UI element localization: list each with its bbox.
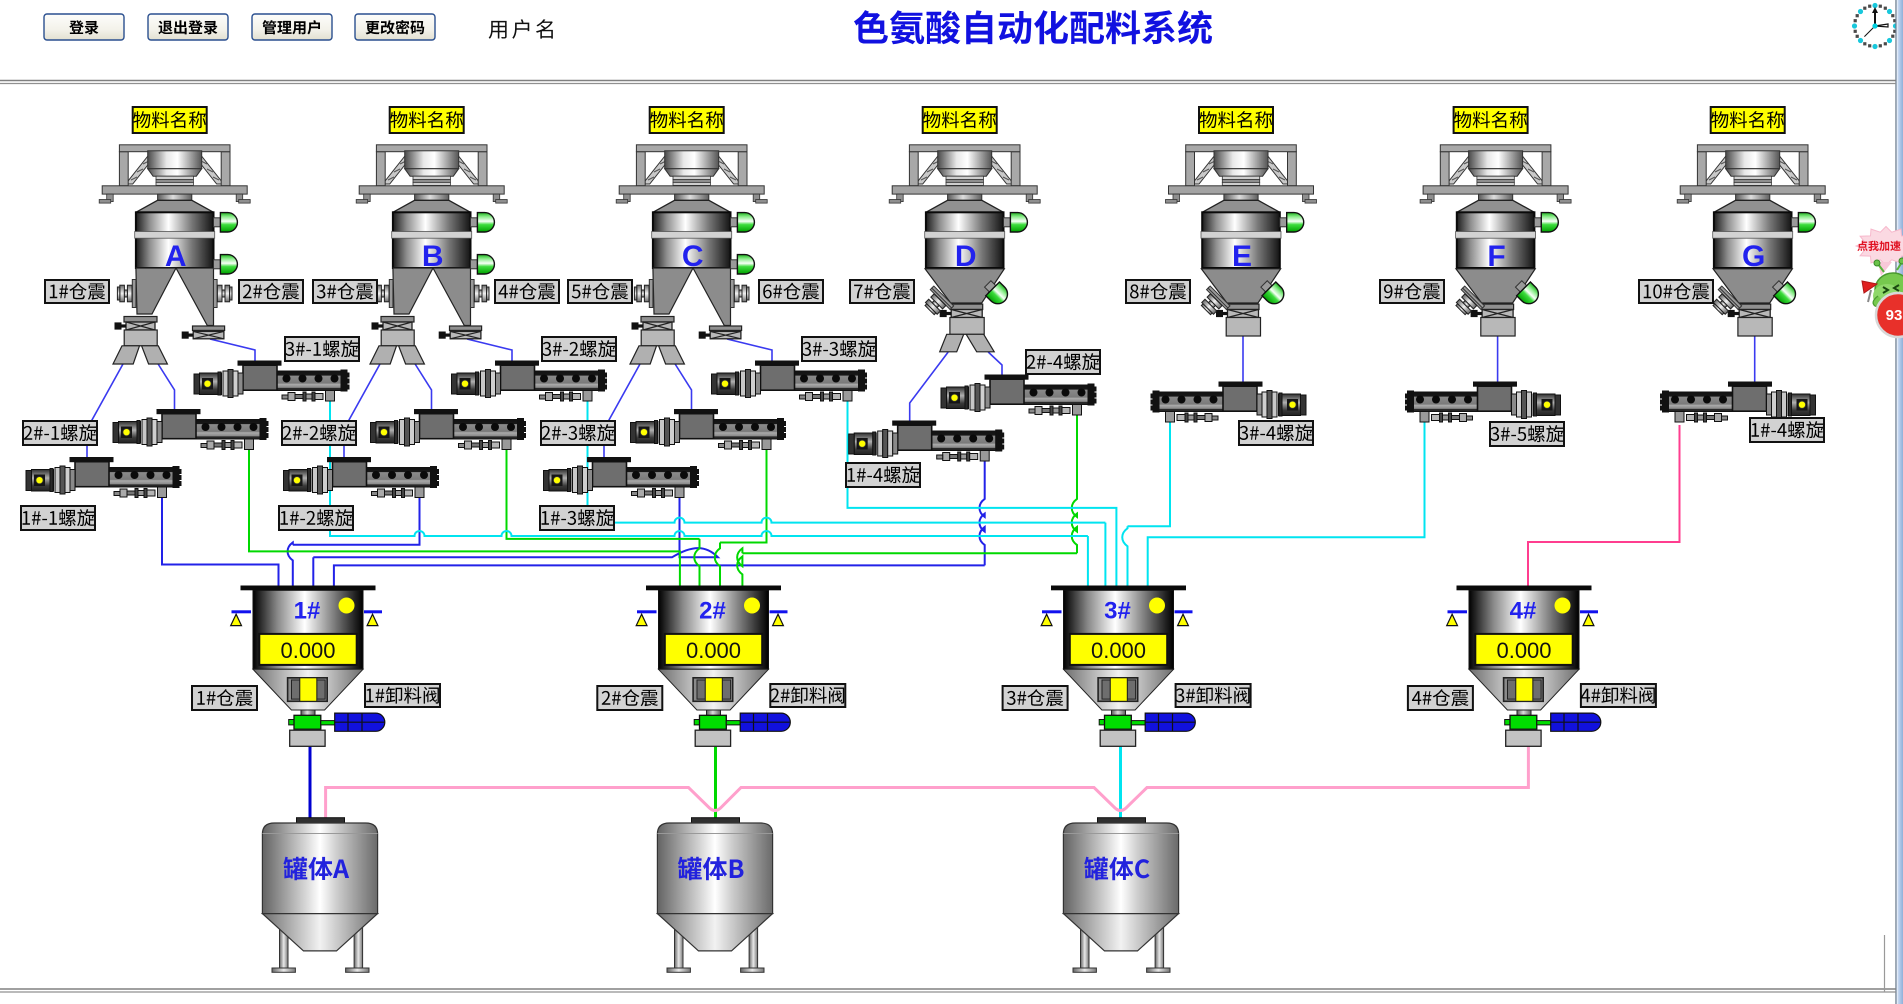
svg-text:0.000: 0.000 xyxy=(686,638,741,663)
svg-text:C: C xyxy=(682,240,704,273)
svg-text:0.000: 0.000 xyxy=(280,638,335,663)
svg-text:G: G xyxy=(1742,240,1765,273)
svg-text:1#: 1# xyxy=(294,598,321,625)
svg-text:2#: 2# xyxy=(699,598,726,625)
svg-text:0.000: 0.000 xyxy=(1091,638,1146,663)
svg-text:D: D xyxy=(955,240,977,273)
svg-text:3#: 3# xyxy=(1104,598,1131,625)
svg-text:E: E xyxy=(1232,240,1252,273)
svg-text:4#: 4# xyxy=(1510,598,1537,625)
svg-text:A: A xyxy=(165,240,187,273)
svg-text:0.000: 0.000 xyxy=(1496,638,1551,663)
svg-text:93: 93 xyxy=(1886,307,1903,324)
svg-text:F: F xyxy=(1487,240,1505,273)
svg-text:B: B xyxy=(422,240,444,273)
